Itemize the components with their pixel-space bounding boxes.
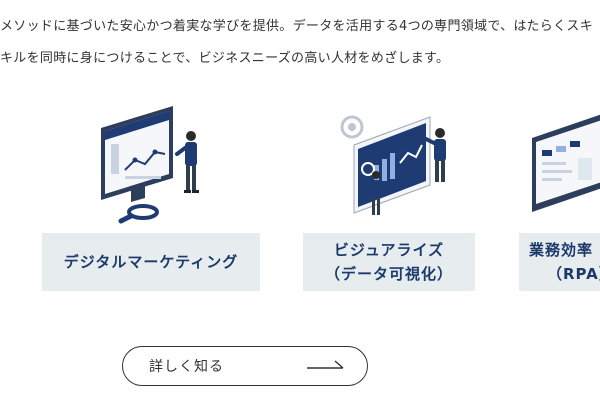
course-card-rpa[interactable]: 業務効率 （RPA） bbox=[519, 233, 600, 291]
learn-more-label: 詳しく知る bbox=[149, 359, 224, 375]
course-subtitle: （RPA） bbox=[547, 265, 600, 283]
rpa-illustration bbox=[532, 114, 600, 212]
visualize-illustration bbox=[340, 115, 446, 215]
course-card-visualize[interactable]: ビジュアライズ （データ可視化） bbox=[303, 233, 475, 291]
course-title: ビジュアライズ bbox=[333, 241, 445, 259]
intro-line-1: メソッドに基づいた安心かつ着実な学びを提供。データを活用する4つの専門領域で、は… bbox=[0, 19, 593, 34]
course-title: デジタルマーケティング bbox=[63, 253, 239, 271]
course-card-digital-marketing[interactable]: デジタルマーケティング bbox=[42, 233, 260, 291]
intro-text: メソッドに基づいた安心かつ着実な学びを提供。データを活用する4つの専門領域で、は… bbox=[0, 14, 600, 72]
course-subtitle: （データ可視化） bbox=[324, 265, 453, 283]
arrow-right-icon bbox=[307, 360, 344, 369]
learn-more-button[interactable]: 詳しく知る bbox=[122, 346, 368, 386]
course-title: 業務効率 bbox=[529, 241, 594, 259]
marketing-illustration bbox=[101, 106, 199, 224]
intro-line-2: キルを同時に身につけることで、ビジネスニーズの高い人材をめざします。 bbox=[0, 51, 450, 66]
